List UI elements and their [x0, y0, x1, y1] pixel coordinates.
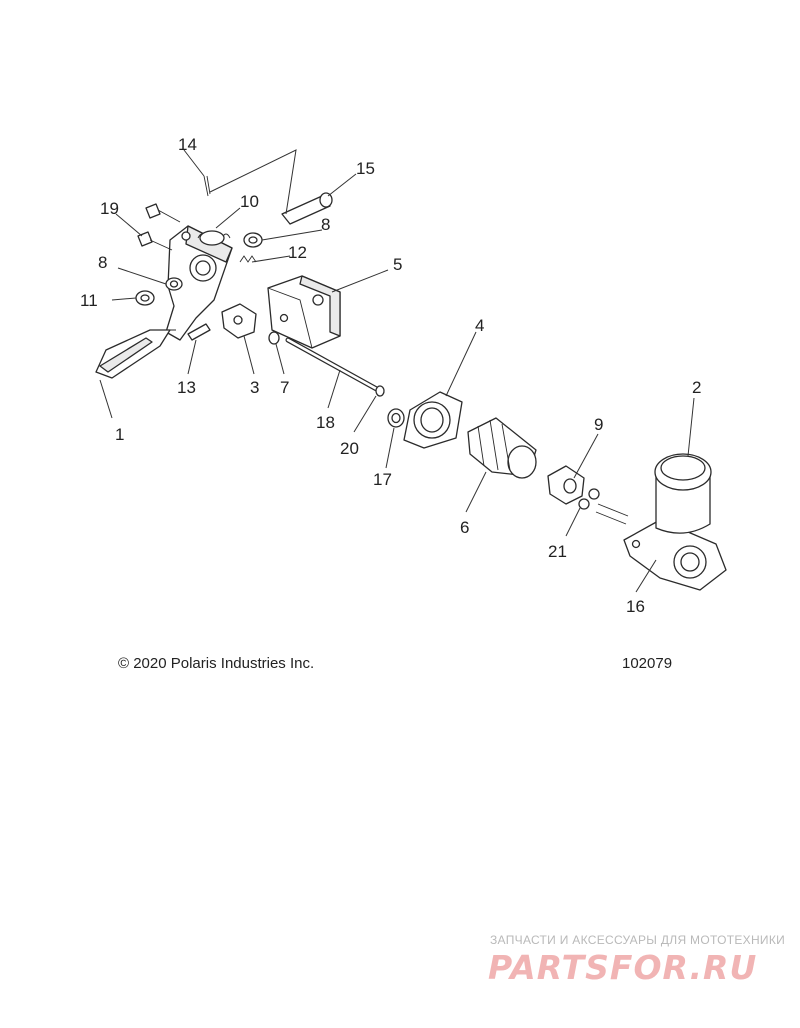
- push-rod: [285, 337, 385, 397]
- leader-lines: [99, 149, 695, 593]
- flange-gasket: [403, 391, 463, 449]
- mounting-bracket: [267, 275, 341, 349]
- callout-5: 5: [393, 255, 402, 274]
- drawing-number: 102079: [622, 655, 673, 672]
- copyright-notice: © 2020 Polaris Industries Inc.: [118, 655, 315, 672]
- callout-3: 3: [250, 378, 259, 397]
- callout-9: 9: [594, 415, 603, 434]
- pedal-assembly: [95, 175, 333, 379]
- callout-8-bushing-upper: 8: [321, 215, 330, 234]
- callout-13: 13: [177, 378, 196, 397]
- callout-8-bushing-lower: 8: [98, 253, 107, 272]
- callouts: 1 2 3 4 5 6 7 8 8 9 10 11 12 13 14 15 16…: [80, 135, 701, 616]
- callout-16: 16: [626, 597, 645, 616]
- callout-18: 18: [316, 413, 335, 432]
- callout-10: 10: [240, 192, 259, 211]
- callout-2: 2: [692, 378, 701, 397]
- callout-6: 6: [460, 518, 469, 537]
- callout-17: 17: [373, 470, 392, 489]
- callout-7: 7: [280, 378, 289, 397]
- jam-nut: [268, 331, 280, 345]
- callout-4: 4: [475, 316, 484, 335]
- callout-19: 19: [100, 199, 119, 218]
- callout-20: 20: [340, 439, 359, 458]
- callout-14: 14: [178, 135, 197, 154]
- watermark-tagline: ЗАПЧАСТИ И АКСЕССУАРЫ ДЛЯ МОТОТЕХНИКИ: [490, 933, 786, 947]
- mounting-screws: [578, 488, 629, 525]
- rubber-boot: [467, 417, 537, 479]
- flange-nut: [387, 408, 405, 428]
- callout-12: 12: [288, 243, 307, 262]
- master-cylinder: [623, 453, 727, 591]
- parts-illustration: [95, 175, 727, 591]
- callout-21: 21: [548, 542, 567, 561]
- callout-1: 1: [115, 425, 124, 444]
- callout-15: 15: [356, 159, 375, 178]
- actuator: [547, 465, 585, 505]
- callout-11: 11: [80, 291, 98, 310]
- watermark-logo: PARTSFOR.RU: [488, 948, 758, 987]
- clevis: [221, 303, 257, 339]
